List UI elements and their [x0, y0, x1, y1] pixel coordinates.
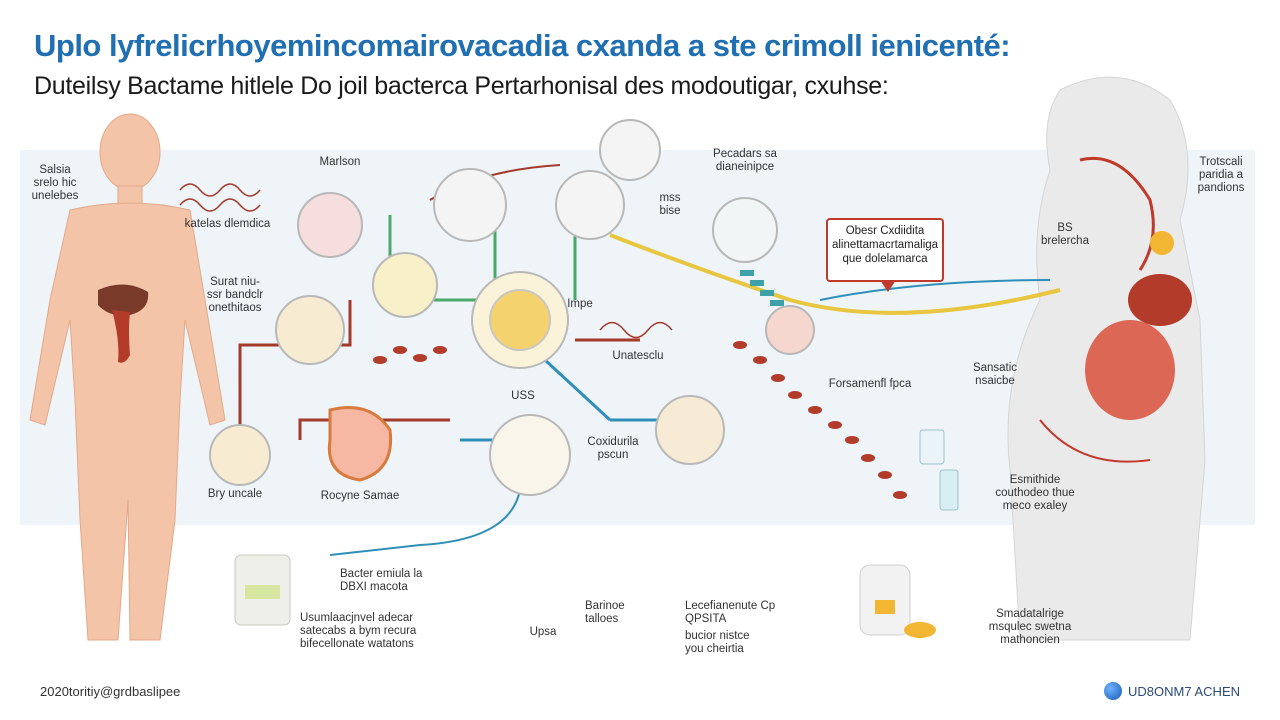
petri-dishes	[209, 119, 815, 496]
label-bs: BS brelercha	[1041, 222, 1089, 247]
label-bucior: bucior nistce you cheirtia	[685, 630, 750, 655]
label-rocyne: Rocyne Samae	[320, 490, 400, 502]
stomach-sketch	[327, 406, 393, 482]
label-by-uncale: Bry uncale	[207, 488, 263, 500]
liver-organ	[98, 284, 149, 363]
label-unatesolu: Unatesclu	[612, 350, 664, 362]
label-uss: USS	[511, 390, 535, 402]
digestive-tract-right	[1039, 156, 1192, 463]
pill-bottle	[234, 429, 959, 638]
label-marlon: Marlson	[319, 156, 361, 168]
label-barinoe: Barinoe talloes	[585, 600, 625, 625]
label-upsa: Upsa	[529, 626, 557, 638]
globe-icon	[1104, 682, 1123, 700]
label-lecefianse: Lecefianenute Cp QPSITA	[685, 600, 776, 625]
intestine-sketch	[179, 183, 673, 339]
footer-brand: UD8ONM7 ACHEN	[1104, 682, 1240, 700]
label-surat: Surat niu- ssr bandclr onethitaos	[206, 276, 264, 314]
label-esmithide: Esmithide couthodeo thue meco exaley	[995, 474, 1075, 512]
bacteria-chain	[373, 341, 907, 499]
label-trotscali: Trotscali paridia a pandions	[1197, 156, 1245, 194]
teal-connector	[740, 270, 784, 306]
callout-tail	[880, 280, 896, 292]
label-bacter: Bacter emiula la DBXI macota	[340, 568, 423, 593]
label-smadatalrige: Smadatalrige msqulec swetna mathoncien	[988, 608, 1072, 646]
human-body-left	[29, 113, 226, 641]
label-pecadars: Pecadars sa dianeinipce	[713, 148, 777, 173]
label-impe: Impe	[567, 298, 593, 310]
label-mss: mss bise	[659, 192, 681, 217]
label-salsia: Salsia srelo hic unelebes	[31, 164, 79, 202]
footer-brand-text: UD8ONM7 ACHEN	[1128, 683, 1240, 699]
footer-credit: 2020toritiy@grdbaslipee	[40, 684, 181, 699]
label-usumla: Usumlaacjnvel adecar satecabs a bym recu…	[300, 612, 417, 650]
label-coxidurula: Coxidurila pscun	[587, 436, 639, 461]
label-kateras: katelas dlemdica	[184, 218, 271, 230]
label-sansatic: Sansatic nsaicbe	[972, 362, 1018, 387]
page-title: Uplo lyfrelicrhoyemincomairovacadia cxan…	[34, 28, 1011, 63]
page-subtitle: Duteilsy Bactame hitlele Do joil bacterc…	[34, 72, 889, 100]
callout-box: Obesr Cxdiidita alinettamacrtamaliga que…	[826, 218, 944, 282]
label-forsamenti: Forsamenfl fpca	[828, 378, 912, 390]
